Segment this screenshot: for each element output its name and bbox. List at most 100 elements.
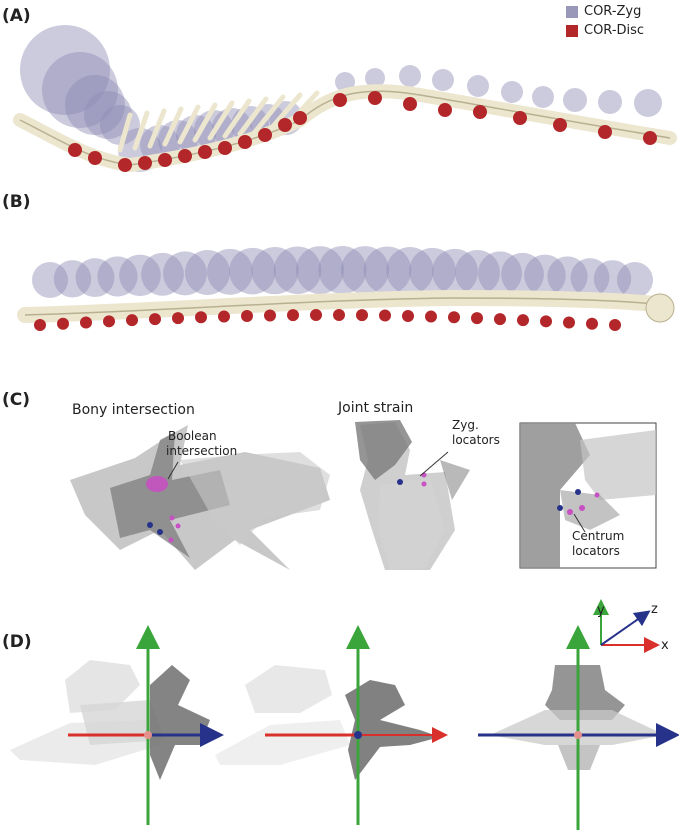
- cor-zyg-sphere: [455, 250, 500, 296]
- cor-zyg-sphere: [119, 254, 161, 297]
- cor-disc-sphere: [278, 118, 292, 132]
- cor-zyg-sphere: [399, 65, 421, 87]
- joint-strain-model: [355, 420, 470, 570]
- cor-zyg-sphere: [341, 246, 389, 295]
- axis-label-y: y: [597, 603, 605, 618]
- cor-disc-sphere: [198, 145, 212, 159]
- cor-zyg-sphere: [251, 247, 299, 295]
- d-left-model: [10, 625, 224, 825]
- cor-disc-sphere: [402, 309, 414, 322]
- vertebral-column-edge: [24, 297, 666, 316]
- cor-zyg-sphere: [532, 86, 554, 108]
- cor-disc-sphere: [609, 319, 621, 331]
- cor-disc-sphere: [643, 131, 657, 145]
- cor-disc-sphere: [68, 143, 82, 157]
- neural-spine: [207, 100, 235, 141]
- cor-disc-sphere: [88, 151, 102, 165]
- annotation-centrum-line2: locators: [572, 544, 620, 558]
- cor-disc-sphere: [126, 314, 138, 327]
- cor-zyg-sphere: [386, 247, 434, 295]
- neural-spine: [237, 96, 269, 137]
- cor-disc-sphere: [425, 310, 437, 323]
- cor-zyg-sphere: [593, 260, 632, 298]
- centrum-zoom-inset: [519, 422, 657, 569]
- cor-zyg-sphere: [296, 246, 344, 295]
- cor-zyg-sphere: [97, 256, 138, 297]
- cor-disc-sphere: [517, 314, 529, 327]
- cor-disc-sphere: [264, 309, 276, 322]
- cor-zyg-sphere: [363, 246, 412, 295]
- axis-label-z: z: [651, 602, 658, 617]
- cor-disc-sphere: [586, 317, 598, 330]
- cor-zyg-sphere: [598, 90, 622, 114]
- cor-zyg-sphere: [75, 258, 115, 298]
- cor-disc-sphere: [540, 315, 552, 328]
- axis-triad: [593, 599, 660, 653]
- cor-disc-sphere: [241, 309, 253, 322]
- legend-swatch-disc: [566, 24, 578, 37]
- cor-disc-sphere: [178, 149, 192, 163]
- legend-label-zyg: COR-Zyg: [584, 4, 642, 19]
- cor-disc-sphere: [494, 313, 506, 326]
- cor-zyg-sphere: [467, 75, 489, 97]
- cor-disc-sphere: [34, 319, 46, 331]
- legend-item-zyg: COR-Zyg: [566, 2, 644, 21]
- cor-disc-sphere: [513, 111, 527, 125]
- axis-label-x: x: [661, 638, 669, 653]
- neural-spine: [267, 92, 303, 133]
- cor-zyg-sphere: [501, 252, 544, 296]
- panel-c-title-bony: Bony intersection: [72, 402, 195, 418]
- cor-zyg-sphere: [432, 69, 454, 91]
- cor-zyg-sphere: [84, 91, 132, 139]
- annotation-boolean-line2: intersection: [166, 444, 238, 458]
- neural-spine: [252, 94, 286, 135]
- cor-zyg-sphere: [32, 262, 68, 298]
- cor-zyg-sphere: [42, 52, 118, 128]
- panel-label-b: (B): [2, 192, 31, 212]
- legend: COR-Zyg COR-Disc: [566, 2, 644, 40]
- cor-disc-sphere: [287, 309, 299, 322]
- cor-disc-sphere: [473, 105, 487, 119]
- cor-zyg-sphere: [409, 247, 456, 295]
- annotation-zyg-line1: Zyg.: [452, 418, 479, 432]
- cor-disc-sphere: [138, 156, 152, 170]
- cor-disc-sphere: [471, 312, 483, 325]
- cor-disc-sphere: [218, 310, 230, 323]
- cor-disc-sphere: [438, 103, 452, 117]
- cor-disc-sphere: [158, 153, 172, 167]
- legend-item-disc: COR-Disc: [566, 21, 644, 40]
- cor-zyg-sphere: [141, 252, 184, 296]
- cor-disc-sphere: [563, 316, 575, 329]
- cor-zyg-sphere: [365, 68, 385, 88]
- annotation-boolean-line1: Boolean: [168, 429, 217, 443]
- cor-zyg-sphere: [229, 247, 276, 295]
- cor-zyg-sphere: [478, 251, 522, 296]
- panel-label-c: (C): [2, 390, 31, 410]
- cor-disc-sphere: [118, 158, 132, 172]
- cor-zyg-sphere: [65, 75, 125, 135]
- cor-zyg-sphere: [547, 256, 588, 297]
- cor-disc-sphere: [368, 91, 382, 105]
- cor-disc-sphere: [149, 313, 161, 326]
- neural-spine: [192, 102, 218, 143]
- annotation-centrum-line1: Centrum: [572, 529, 625, 543]
- cor-zyg-sphere: [501, 81, 523, 103]
- spine-model-a: [13, 25, 677, 173]
- cor-disc-sphere: [293, 111, 307, 125]
- neural-spine: [177, 104, 201, 145]
- neural-spine: [132, 110, 150, 151]
- cor-zyg-sphere: [318, 246, 367, 294]
- neural-spine: [222, 98, 252, 139]
- panel-label-a: (A): [2, 6, 31, 26]
- cor-disc-sphere: [333, 93, 347, 107]
- cor-disc-sphere: [553, 118, 567, 132]
- cor-zyg-sphere: [53, 260, 92, 298]
- cor-zyg-sphere: [207, 248, 253, 295]
- cor-zyg-sphere: [617, 262, 653, 298]
- cor-zyg-sphere: [570, 258, 610, 298]
- cor-disc-sphere: [195, 311, 207, 324]
- cor-disc-sphere: [356, 309, 368, 322]
- panel-c-title-strain: Joint strain: [338, 400, 414, 416]
- legend-label-disc: COR-Disc: [584, 23, 645, 38]
- cor-disc-sphere: [448, 311, 460, 324]
